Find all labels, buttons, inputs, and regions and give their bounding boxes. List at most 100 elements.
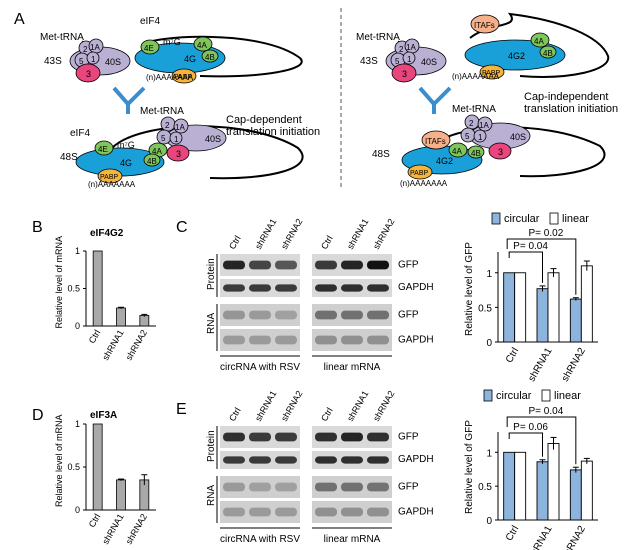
- svg-text:2: 2: [469, 119, 474, 128]
- band-label: GAPDH: [398, 507, 434, 518]
- blot-band: [315, 284, 337, 292]
- legend-swatch: [541, 389, 551, 402]
- chart-title: eIF3A: [90, 410, 117, 421]
- svg-text:4E: 4E: [144, 44, 154, 53]
- blot-band: [275, 260, 297, 270]
- bar: [139, 315, 150, 327]
- panel-letter-e: E: [176, 401, 187, 418]
- lane-label: shRNA1: [253, 389, 278, 423]
- svg-text:1: 1: [407, 55, 412, 64]
- svg-text:3: 3: [86, 69, 91, 79]
- band-label: GFP: [398, 432, 419, 443]
- svg-text:4A: 4A: [152, 147, 162, 156]
- blot-band: [367, 284, 389, 292]
- bar: [580, 460, 593, 521]
- pabp-protein: [171, 68, 197, 84]
- y-tick-label: 0: [75, 505, 80, 515]
- blot-band: [315, 507, 337, 517]
- x-tick-label: shRNA2: [124, 512, 149, 546]
- bar: [580, 265, 593, 343]
- svg-text:3: 3: [498, 147, 503, 157]
- blot-group-label: circRNA with RSV: [220, 534, 300, 545]
- y-tick-label: 1: [75, 246, 80, 256]
- blot-band: [223, 284, 245, 292]
- svg-text:1A: 1A: [175, 123, 185, 132]
- y-tick-label: 0.5: [67, 462, 80, 472]
- svg-text:48S: 48S: [372, 149, 390, 160]
- blot-band: [341, 260, 363, 270]
- band-label: GAPDH: [398, 454, 434, 465]
- x-tick-label: Ctrl: [87, 512, 103, 529]
- svg-text:5: 5: [79, 57, 84, 66]
- band-label: GFP: [398, 482, 419, 493]
- x-tick-label: Ctrl: [504, 346, 521, 365]
- svg-text:48S: 48S: [60, 152, 78, 163]
- svg-text:PABP: PABP: [174, 74, 192, 81]
- svg-text:4A: 4A: [534, 37, 544, 46]
- bar: [536, 288, 549, 343]
- blot-band: [315, 432, 337, 442]
- band-label: GFP: [398, 260, 419, 271]
- blot-band: [341, 335, 363, 345]
- row-group-label: RNA: [206, 313, 217, 334]
- legend-label: circular: [504, 213, 540, 225]
- significance-bracket: [508, 251, 543, 283]
- y-tick-label: 0: [486, 516, 492, 527]
- svg-text:4E: 4E: [98, 145, 108, 154]
- blot-band: [367, 432, 389, 442]
- blot-group-label: linear mRNA: [324, 534, 381, 545]
- svg-text:ITAFs: ITAFs: [474, 21, 495, 30]
- blot-band: [315, 335, 337, 345]
- svg-text:5: 5: [161, 134, 166, 143]
- svg-text:PABP: PABP: [100, 174, 118, 181]
- lane-label: Ctrl: [227, 406, 243, 423]
- svg-text:(n)AAAAAAA: (n)AAAAAAA: [88, 180, 136, 189]
- p-value: P= 0.04: [529, 406, 564, 417]
- bar: [536, 461, 549, 521]
- lane-label: shRNA1: [345, 217, 370, 251]
- blot-band: [223, 482, 245, 492]
- chart-title: eIF4G2: [90, 228, 124, 239]
- blot-band: [249, 335, 271, 345]
- legend-label: linear: [554, 390, 581, 402]
- svg-text:Met-tRNA: Met-tRNA: [140, 106, 184, 117]
- y-tick-label: 0.5: [478, 303, 492, 314]
- band-label: GFP: [398, 310, 419, 321]
- svg-text:5: 5: [395, 57, 400, 66]
- blot-band: [367, 335, 389, 345]
- blot-band: [341, 456, 363, 464]
- svg-text:2: 2: [83, 45, 88, 54]
- y-tick-label: 0: [75, 321, 80, 331]
- bar: [116, 307, 126, 327]
- blot-band: [367, 456, 389, 464]
- blot-group-label: circRNA with RSV: [220, 362, 300, 373]
- lane-label: Ctrl: [319, 234, 335, 251]
- blot-band: [223, 456, 245, 464]
- y-tick-label: 0: [486, 338, 492, 349]
- svg-text:40S: 40S: [105, 57, 121, 67]
- svg-text:40S: 40S: [510, 132, 526, 142]
- panel-letter-c: C: [176, 219, 188, 236]
- svg-text:translation initiation: translation initiation: [226, 126, 320, 138]
- blot-band: [367, 310, 389, 320]
- svg-text:4G: 4G: [184, 54, 196, 64]
- blot-band: [341, 284, 363, 292]
- svg-text:40S: 40S: [421, 57, 437, 67]
- lane-label: shRNA2: [279, 217, 304, 251]
- x-tick-label: shRNA1: [526, 346, 554, 384]
- svg-text:4G2: 4G2: [508, 51, 525, 61]
- y-tick-label: 0.5: [478, 482, 492, 493]
- blot-band: [315, 310, 337, 320]
- x-tick-label: shRNA1: [100, 512, 125, 546]
- svg-text:40S: 40S: [205, 134, 221, 144]
- blot-band: [223, 507, 245, 517]
- svg-text:4B: 4B: [471, 149, 481, 158]
- y-tick-label: 1: [486, 448, 492, 459]
- blot-band: [315, 260, 337, 270]
- lane-label: shRNA1: [253, 217, 278, 251]
- x-tick-label: shRNA2: [124, 328, 149, 362]
- svg-text:1A: 1A: [406, 43, 416, 52]
- eif3-subunit: [75, 63, 101, 83]
